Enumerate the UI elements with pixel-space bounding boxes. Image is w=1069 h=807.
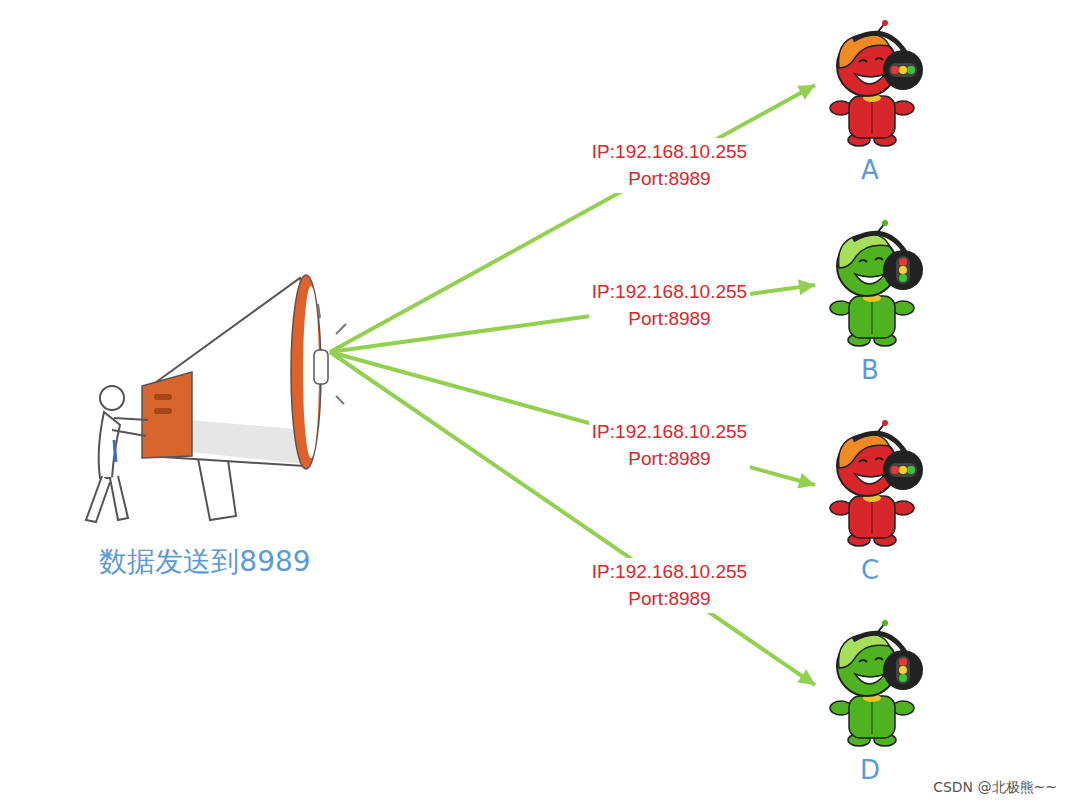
person <box>86 386 148 522</box>
edge-label: IP:192.168.10.255 Port:8989 <box>589 278 750 333</box>
edge-label: IP:192.168.10.255 Port:8989 <box>589 138 750 193</box>
broadcast-arrow <box>330 352 815 485</box>
broadcaster-node: 数据发送到8989 <box>80 265 330 583</box>
receiver-node: B <box>815 215 925 390</box>
speaker-caption: 数据发送到8989 <box>99 544 310 579</box>
mascot-figure <box>830 20 923 146</box>
receiver-letter: B <box>861 354 879 387</box>
edge-label: IP:192.168.10.255 Port:8989 <box>589 418 750 473</box>
receiver-letter: D <box>860 754 880 787</box>
megaphone <box>142 275 346 520</box>
broadcast-arrow <box>330 85 815 352</box>
mascot-figure <box>830 420 923 546</box>
receiver-letter: A <box>861 154 879 187</box>
edge-label: IP:192.168.10.255 Port:8989 <box>589 558 750 613</box>
receiver-letter: C <box>861 554 879 587</box>
receiver-node: A <box>815 15 925 190</box>
mascot-figure <box>830 620 923 746</box>
mascot-figure <box>830 220 923 346</box>
watermark: CSDN @北极熊~~ <box>933 779 1057 797</box>
receiver-node: C <box>815 415 925 590</box>
broadcast-arrow <box>330 352 815 685</box>
receiver-node: D <box>815 615 925 790</box>
